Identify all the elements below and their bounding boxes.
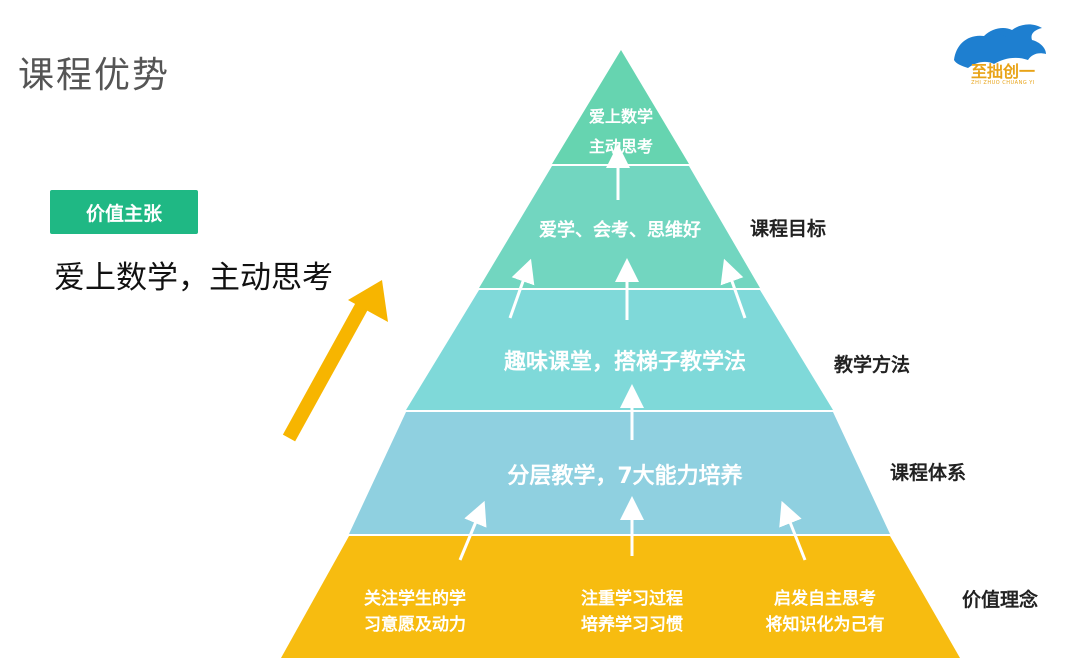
- value-proposition-text: 爱上数学，主动思考: [54, 260, 333, 296]
- tier-top-line2: 主动思考: [588, 137, 653, 156]
- arrow-up-icon: [779, 500, 807, 561]
- arrow-up-icon: [508, 258, 535, 319]
- pyramid-tier-3: [406, 290, 833, 410]
- base-item-3-line1: 启发自主思考: [774, 589, 876, 609]
- logo-subtext: ZHI ZHUO CHUANG YI: [971, 80, 1035, 86]
- pyramid-tier-top: [552, 50, 689, 164]
- arrow-up-icon: [458, 500, 487, 561]
- slide-title: 课程优势: [18, 55, 171, 96]
- pyramid-tier-2: [479, 166, 760, 288]
- side-label-course-goal: 课程目标: [750, 218, 827, 240]
- base-item-2-line2: 培养学习习惯: [581, 615, 683, 635]
- side-label-course-system: 课程体系: [890, 462, 967, 484]
- arrow-up-icon: [720, 258, 747, 319]
- side-label-value-concept: 价值理念: [962, 589, 1039, 611]
- base-item-1-line1: 关注学生的学: [364, 589, 466, 609]
- tier2-text: 爱学、会考、思维好: [539, 220, 701, 241]
- tier-top-line1: 爱上数学: [588, 107, 653, 126]
- side-label-teaching-method: 教学方法: [834, 354, 911, 376]
- base-item-3-line2: 将知识化为己有: [765, 615, 885, 635]
- bull-logo-icon: [954, 24, 1046, 68]
- logo-wordmark: 至拙创一: [970, 62, 1035, 81]
- pyramid-tier-base: [281, 536, 960, 658]
- base-item-2-line1: 注重学习过程: [581, 589, 683, 609]
- tier3-text: 趣味课堂，搭梯子教学法: [503, 350, 746, 375]
- tier4-text: 分层教学，7大能力培养: [507, 464, 743, 489]
- big-up-arrow-icon: [282, 280, 388, 442]
- base-item-1-line2: 习意愿及动力: [364, 615, 466, 635]
- value-proposition-badge: 价值主张: [50, 190, 198, 234]
